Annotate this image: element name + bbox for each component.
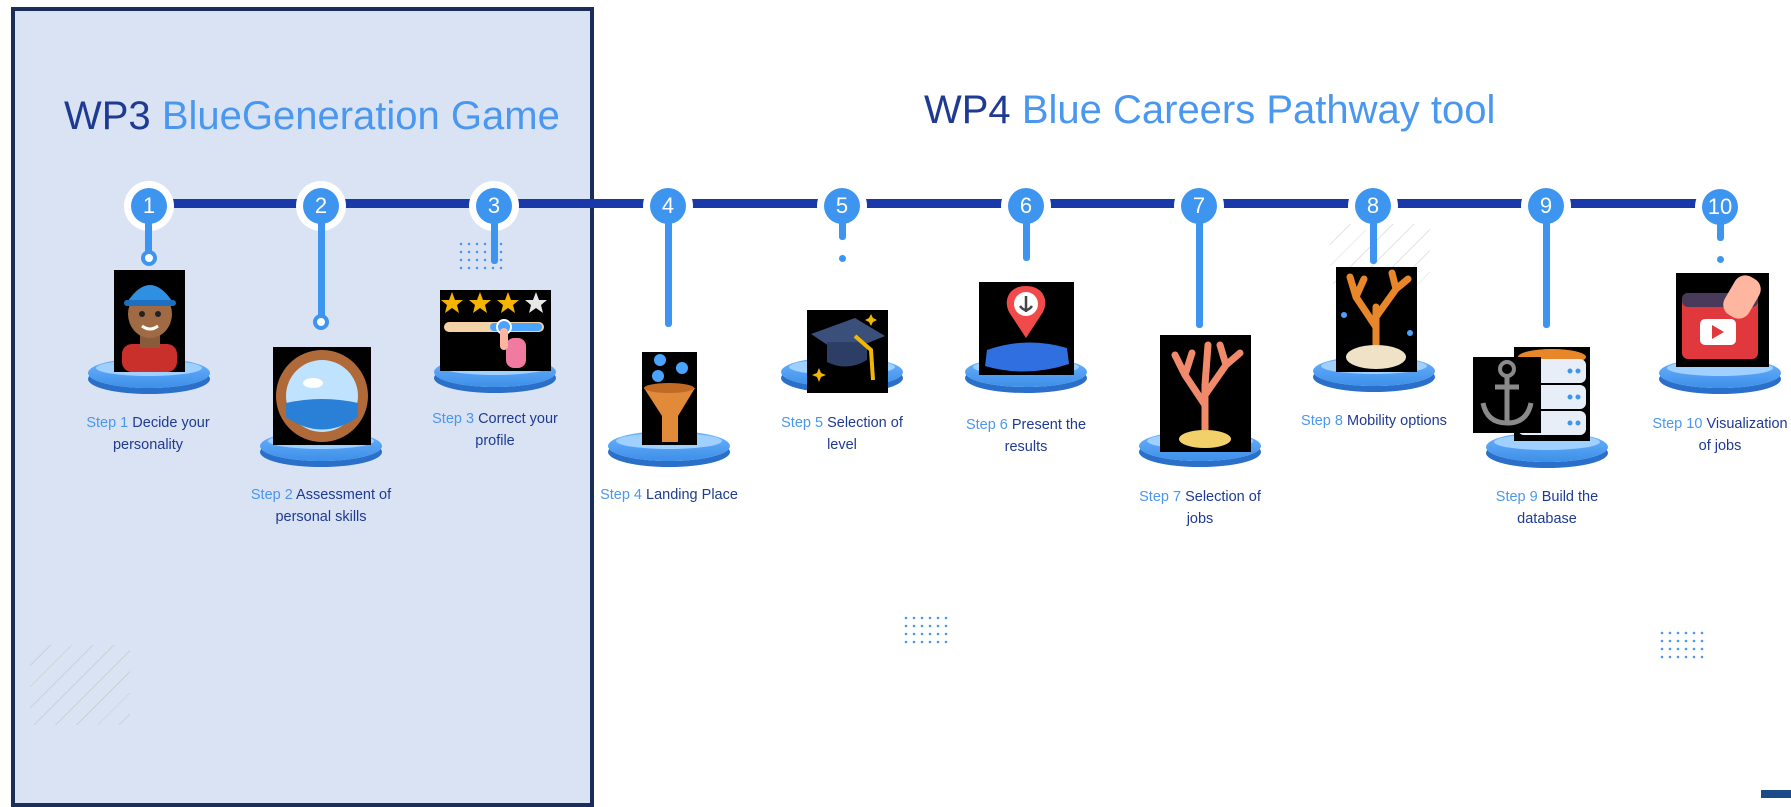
step-prefix: Step 7 — [1139, 489, 1182, 505]
timeline-line — [148, 199, 1728, 208]
wp3-code: WP3 — [64, 94, 151, 138]
step-prefix: Step 3 — [432, 411, 475, 427]
step-text: Landing Place — [646, 487, 738, 503]
step-text: Selection of jobs — [1185, 489, 1261, 527]
step-stem — [1196, 216, 1203, 328]
avatar-boy-icon — [114, 270, 185, 372]
graduation-cap-icon — [807, 310, 888, 393]
step-node-2[interactable]: 2 — [296, 181, 346, 231]
step-stem-end — [141, 250, 157, 266]
hatch-decoration — [30, 645, 130, 725]
step-stem — [1543, 216, 1550, 328]
step-number: 10 — [1702, 189, 1738, 225]
coral-icon — [1160, 335, 1251, 452]
step-prefix: Step 6 — [965, 417, 1008, 433]
step-text: Correct your profile — [475, 411, 558, 449]
anchor-icon — [1473, 357, 1541, 433]
step-prefix: Step 1 — [86, 415, 129, 431]
anchor-pin-icon — [979, 282, 1074, 375]
step-text: Mobility options — [1347, 413, 1447, 429]
step-label-10: Step 10 Visualization of jobs — [1645, 413, 1791, 457]
step-label-6: Step 6 Present the results — [951, 414, 1101, 458]
step-number: 1 — [131, 188, 167, 224]
step-node-6[interactable]: 6 — [1001, 181, 1051, 231]
coral-rock-icon — [1336, 267, 1417, 372]
step-stem — [145, 216, 152, 254]
step-stem — [1717, 217, 1724, 241]
funnel-icon — [642, 352, 697, 445]
step-number: 5 — [824, 188, 860, 224]
step-stem — [665, 216, 672, 327]
step-text: Assessment of personal skills — [275, 487, 392, 525]
step-node-1[interactable]: 1 — [124, 181, 174, 231]
step-stem-end — [313, 314, 329, 330]
step-node-3[interactable]: 3 — [469, 181, 519, 231]
wp4-code: WP4 — [924, 88, 1011, 132]
step-stem — [491, 216, 498, 264]
step-node-4[interactable]: 4 — [643, 181, 693, 231]
step-label-5: Step 5 Selection of level — [767, 412, 917, 456]
step-node-7[interactable]: 7 — [1174, 181, 1224, 231]
wp4-title: WP4 Blue Careers Pathway tool — [924, 90, 1495, 130]
step-prefix: Step 4 — [600, 487, 642, 503]
step-prefix: Step 9 — [1495, 489, 1538, 505]
step-stem — [839, 216, 846, 240]
step-label-9: Step 9 Build the database — [1472, 486, 1622, 530]
step-label-8: Step 8 Mobility options — [1299, 410, 1449, 432]
step-stem — [318, 216, 325, 318]
step-label-7: Step 7 Selection of jobs — [1125, 486, 1275, 530]
step-label-1: Step 1 Decide your personality — [73, 412, 223, 456]
step-prefix: Step 8 — [1301, 413, 1343, 429]
wp4-name: Blue Careers Pathway tool — [1021, 88, 1496, 132]
step-stem — [1023, 216, 1030, 261]
wp3-title: WP3 BlueGeneration Game — [64, 96, 560, 136]
step-text: Decide your personality — [112, 415, 210, 453]
step-text: Present the results — [1004, 417, 1087, 455]
video-player-icon — [1676, 273, 1769, 367]
step-stem-end — [1717, 256, 1724, 263]
step-text: Build the database — [1517, 489, 1599, 527]
porthole-icon — [273, 347, 371, 445]
step-stem-end — [839, 255, 846, 262]
wp3-name: BlueGeneration Game — [161, 94, 560, 138]
star-rating-icon — [440, 290, 551, 371]
step-stem — [1370, 216, 1377, 264]
corner-mark — [1761, 790, 1791, 798]
step-label-3: Step 3 Correct your profile — [420, 408, 570, 452]
step-label-2: Step 2 Assessment of personal skills — [246, 484, 396, 528]
dots-decoration — [902, 614, 952, 646]
step-text: Selection of level — [827, 415, 903, 453]
step-label-4: Step 4 Landing Place — [594, 484, 744, 506]
step-text: Visualization of jobs — [1698, 416, 1788, 454]
step-prefix: Step 2 — [250, 487, 293, 503]
step-prefix: Step 10 — [1652, 416, 1703, 432]
dots-decoration — [1658, 629, 1708, 661]
step-prefix: Step 5 — [781, 415, 824, 431]
